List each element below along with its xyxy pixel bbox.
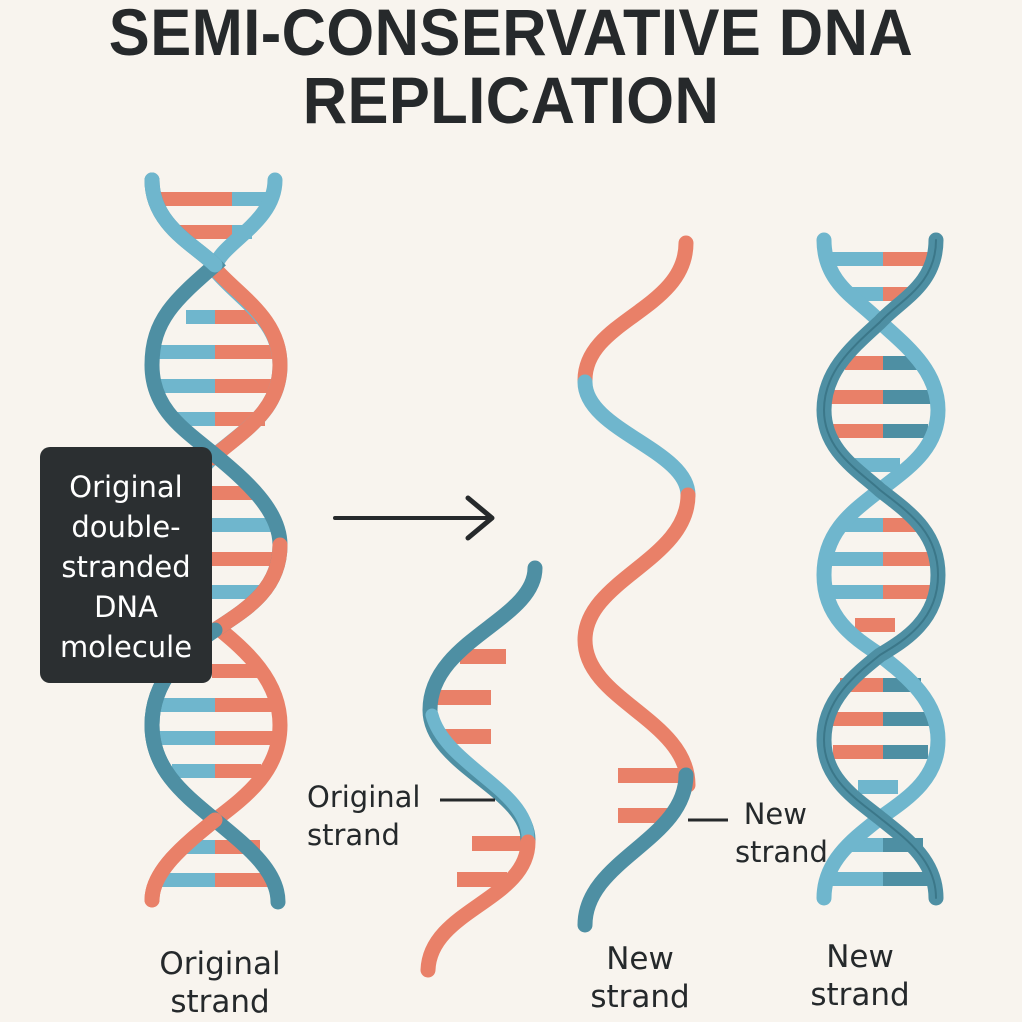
caption-line: Original (159, 946, 281, 982)
callout-line: Original (69, 470, 183, 504)
label-line: strand (735, 835, 828, 869)
daughter-double-helix (816, 232, 946, 906)
title-line-1: SEMI-CONSERVATIVE DNA (108, 0, 914, 69)
new-single-strand (577, 235, 728, 933)
label-line: New (743, 797, 807, 831)
caption-line: strand (590, 979, 690, 1015)
callout-line: stranded (61, 550, 191, 584)
caption-line: strand (170, 984, 270, 1020)
caption-new-strand-middle: New strand (565, 940, 715, 1016)
base-pair-rungs (830, 252, 933, 886)
original-dna-callout: Original double- stranded DNA molecule (40, 447, 212, 683)
original-strand-label: Original strand (307, 778, 420, 854)
new-strand-label: New strand (735, 795, 828, 871)
original-single-strand (420, 560, 543, 978)
label-line: Original (307, 780, 421, 814)
caption-new-strand-right: New strand (800, 938, 920, 1014)
title-line-2: REPLICATION (302, 63, 720, 137)
caption-original-strand: Original strand (140, 945, 300, 1021)
callout-line: double- (71, 510, 181, 544)
callout-line: DNA (94, 590, 158, 624)
original-double-helix (144, 172, 288, 910)
caption-line: New (826, 939, 894, 975)
callout-line: molecule (59, 630, 193, 664)
caption-line: strand (810, 977, 910, 1013)
caption-line: New (606, 941, 674, 977)
label-line: strand (307, 818, 400, 852)
right-arrow-icon (333, 495, 495, 541)
